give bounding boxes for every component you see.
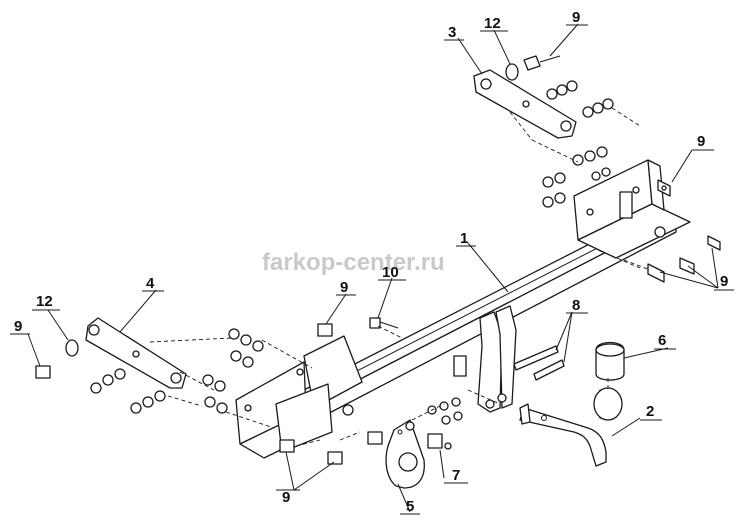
callout-9-upper-right: 9 xyxy=(697,133,705,150)
bolt-9-mid xyxy=(317,323,333,337)
bolt-9-bottom-3 xyxy=(367,431,383,445)
callout-4: 4 xyxy=(146,275,155,292)
nut-cluster-left-plate xyxy=(90,368,166,414)
hitch-mount-plate xyxy=(453,305,517,413)
bolt-9-right-2 xyxy=(679,257,695,275)
ball-cover-cap xyxy=(595,341,625,381)
spring-stack xyxy=(427,433,452,450)
bolt-9-left xyxy=(35,365,51,379)
nut-cluster-upper-plate xyxy=(546,80,614,118)
callout-6: 6 xyxy=(658,332,666,349)
right-beam-bracket xyxy=(573,159,691,259)
callout-9-left: 9 xyxy=(14,318,22,335)
callout-1: 1 xyxy=(460,230,468,247)
leader-lines xyxy=(27,23,719,513)
nut-cluster-right-bracket xyxy=(542,146,611,208)
socket-plate xyxy=(385,419,425,489)
bolt-9-bottom-1 xyxy=(279,439,295,453)
bolt-9-right-1 xyxy=(707,235,721,251)
callout-9-bottom: 9 xyxy=(282,489,290,506)
left-bracket-plate xyxy=(85,317,187,389)
bolts-group xyxy=(35,55,721,465)
bolt-9-upper-right xyxy=(657,179,671,197)
callout-12-top: 12 xyxy=(484,15,501,32)
callout-labels: 1 2 3 4 5 6 7 8 9 9 9 9 9 9 10 12 12 xyxy=(10,9,734,515)
nut-cluster-hitch xyxy=(405,397,463,431)
callout-12-left: 12 xyxy=(36,293,53,310)
callout-9-top: 9 xyxy=(572,9,580,26)
bolt-12-top xyxy=(523,55,561,71)
callout-8: 8 xyxy=(572,297,580,314)
callout-2: 2 xyxy=(646,403,654,420)
bolt-10 xyxy=(369,317,399,329)
watermark-text: farkop-center.ru xyxy=(262,249,445,276)
washers-12 xyxy=(65,63,519,357)
bolt-9-right-3 xyxy=(647,263,665,283)
callout-5: 5 xyxy=(406,498,414,515)
tow-ball-arm xyxy=(519,387,623,467)
bolts-8 xyxy=(513,345,565,381)
callout-3: 3 xyxy=(448,24,456,41)
callout-7: 7 xyxy=(452,467,460,484)
bolt-9-bottom-2 xyxy=(327,451,343,465)
upper-bracket-plate xyxy=(473,69,577,139)
assembly-lines xyxy=(149,107,651,447)
nut-washer-clusters xyxy=(90,80,614,431)
callout-9-right: 9 xyxy=(720,273,728,290)
callout-9-mid: 9 xyxy=(340,279,348,296)
left-beam-bracket xyxy=(235,335,363,459)
nut-cluster-left-bracket xyxy=(202,328,264,414)
callout-10: 10 xyxy=(382,264,399,281)
